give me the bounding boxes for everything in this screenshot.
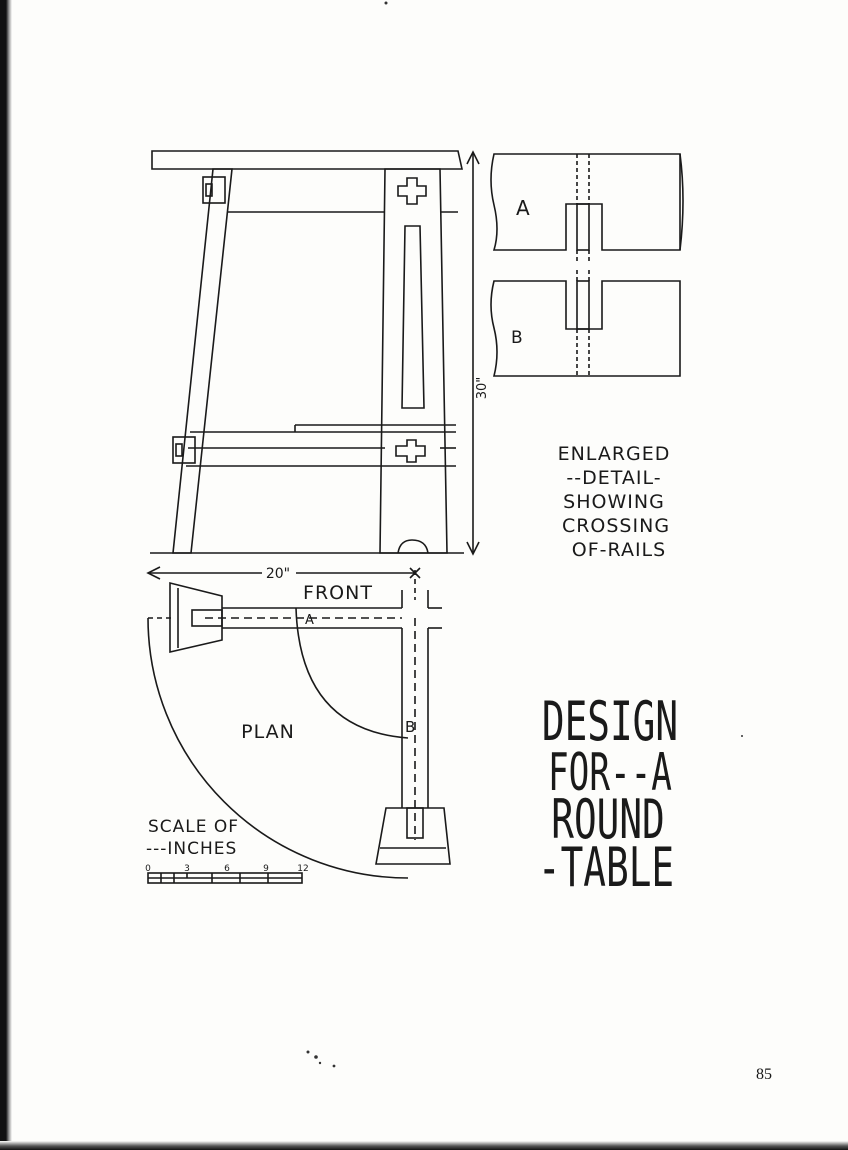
- svg-text:SHOWING: SHOWING: [563, 491, 665, 513]
- plan-label: PLAN: [241, 721, 295, 743]
- detail-label-b: B: [511, 328, 523, 348]
- left-upper-tenon: [202, 176, 226, 204]
- lower-cross-tenon: [395, 439, 426, 463]
- scan-specks: [306, 1, 743, 1068]
- detail-caption: ENLARGED --DETAIL- SHOWING CROSSING OF-R…: [558, 443, 671, 561]
- svg-text:---INCHES: ---INCHES: [146, 839, 237, 859]
- svg-text:--DETAIL-: --DETAIL-: [566, 467, 661, 489]
- plan-marker-b: B: [405, 718, 415, 736]
- svg-text:3: 3: [184, 864, 190, 874]
- height-dimension-label: 30": [475, 377, 490, 400]
- upper-cross-tenon: [397, 177, 427, 205]
- svg-text:DESIGN: DESIGN: [542, 691, 678, 754]
- detail-b: [490, 270, 681, 377]
- svg-text:SCALE OF: SCALE OF: [148, 817, 239, 837]
- svg-text:CROSSING: CROSSING: [562, 515, 670, 537]
- front-label: FRONT: [303, 582, 373, 604]
- svg-text:ENLARGED: ENLARGED: [558, 443, 671, 465]
- scan-bottom-shadow: [0, 1141, 848, 1150]
- elevation-view: [150, 150, 480, 556]
- svg-text:FOR--A: FOR--A: [548, 743, 672, 803]
- leg-slot: [401, 225, 425, 409]
- scale-title: SCALE OF ---INCHES: [146, 817, 239, 859]
- svg-text:12: 12: [297, 864, 308, 874]
- scale-ticks: 0 3 6 9 12: [145, 864, 309, 874]
- left-lower-tenon: [172, 436, 196, 464]
- drawing-title: DESIGN FOR--A ROUND -TABLE: [538, 691, 678, 900]
- svg-text:9: 9: [263, 864, 269, 874]
- detail-a: [490, 153, 684, 262]
- rail-crossing-arc: [295, 607, 409, 739]
- svg-text:6: 6: [224, 864, 230, 874]
- plan-bottom-leg: [375, 807, 451, 865]
- left-leg: [172, 168, 233, 554]
- svg-text:-TABLE: -TABLE: [538, 837, 674, 900]
- table-top: [151, 150, 463, 170]
- scale-bar: [147, 872, 303, 884]
- detail-label-a: A: [516, 196, 530, 220]
- svg-text:OF-RAILS: OF-RAILS: [572, 539, 666, 561]
- plan-left-leg: [169, 581, 223, 654]
- svg-text:ROUND: ROUND: [551, 789, 665, 852]
- width-dimension-label: 20": [266, 566, 290, 582]
- table-top-outline: [147, 617, 409, 879]
- svg-text:0: 0: [145, 864, 151, 874]
- foot-pad: [397, 539, 429, 554]
- plan-view: [146, 566, 451, 884]
- page-number: 85: [756, 1066, 772, 1083]
- scan-edge-shadow: [0, 0, 12, 1150]
- plan-marker-a: A: [305, 613, 314, 628]
